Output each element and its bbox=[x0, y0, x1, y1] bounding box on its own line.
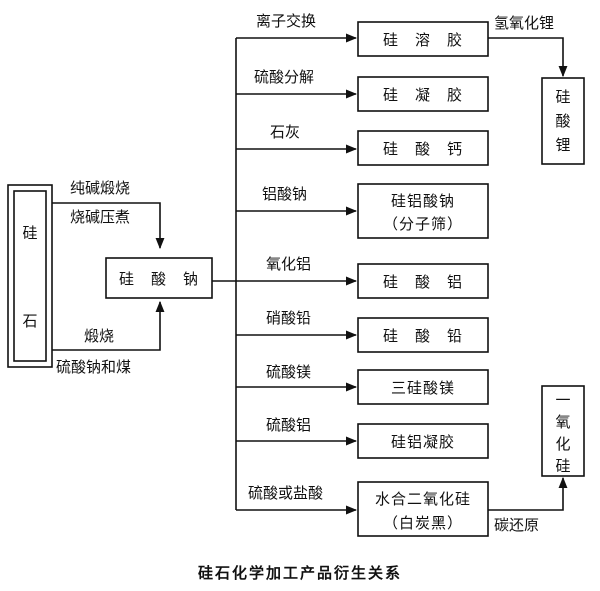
branch-7: 硫酸镁 三硅酸镁 bbox=[236, 363, 489, 405]
branch-3: 石灰 硅 酸 钙 bbox=[236, 123, 489, 166]
diagram-caption: 硅石化学加工产品衍生关系 bbox=[198, 564, 402, 582]
side-bottom-char-1: 一 bbox=[555, 391, 570, 409]
branch-2-process: 硫酸分解 bbox=[254, 68, 314, 86]
branch-8: 硫酸铝 硅铝凝胶 bbox=[236, 416, 489, 459]
side-top-char-2: 酸 bbox=[555, 112, 570, 130]
branch-1-process: 离子交换 bbox=[256, 12, 316, 30]
branch-9: 硫酸或盐酸 水合二氧化硅 （白炭黑） bbox=[236, 481, 489, 537]
branch-4: 铝酸钠 硅铝酸钠 （分子筛） bbox=[236, 183, 489, 239]
branch-7-process: 硫酸镁 bbox=[266, 363, 311, 381]
side-bottom-char-3: 化 bbox=[555, 435, 570, 453]
branch-6-process: 硝酸铅 bbox=[266, 309, 311, 327]
side-top-char-3: 锂 bbox=[555, 136, 570, 154]
branch-6: 硝酸铅 硅 酸 铅 bbox=[236, 309, 489, 353]
top-input-label-1: 纯碱煅烧 bbox=[70, 179, 130, 197]
branch-8-process: 硫酸铝 bbox=[266, 416, 311, 434]
center-box-label: 硅 酸 钠 bbox=[119, 270, 199, 288]
center-box: 硅 酸 钠 bbox=[105, 257, 213, 299]
bottom-input-path: 煅烧 硫酸钠和煤 bbox=[52, 300, 165, 376]
branch-8-product: 硅铝凝胶 bbox=[391, 433, 455, 451]
side-top-branch: 氢氧化锂 硅 酸 锂 bbox=[488, 14, 585, 165]
branch-2: 硫酸分解 硅 凝 胶 bbox=[236, 68, 489, 112]
source-box: 硅 石 bbox=[7, 184, 53, 368]
branch-6-product: 硅 酸 铅 bbox=[383, 327, 463, 345]
branch-3-process: 石灰 bbox=[270, 123, 300, 141]
side-bottom-char-4: 硅 bbox=[555, 457, 570, 475]
source-label-bottom: 石 bbox=[22, 312, 37, 330]
top-input-path: 纯碱煅烧 烧碱压煮 bbox=[52, 179, 165, 250]
branch-4-product-line2: （分子筛） bbox=[383, 215, 463, 233]
branch-4-process: 铝酸钠 bbox=[262, 185, 307, 203]
branch-1: 离子交换 硅 溶 胶 bbox=[236, 12, 489, 57]
top-input-label-2: 烧碱压煮 bbox=[70, 208, 130, 226]
branch-9-product-line2: （白炭黑） bbox=[383, 514, 463, 532]
branch-1-product: 硅 溶 胶 bbox=[383, 31, 463, 49]
branch-7-product: 三硅酸镁 bbox=[391, 379, 455, 397]
branch-9-product-line1: 水合二氧化硅 bbox=[375, 490, 471, 508]
bottom-input-label-1: 煅烧 bbox=[84, 327, 114, 345]
branch-5-product: 硅 酸 铝 bbox=[383, 273, 463, 291]
branch-5: 氧化铝 硅 酸 铝 bbox=[236, 255, 489, 299]
side-top-process: 氢氧化锂 bbox=[494, 14, 554, 32]
branch-4-product-line1: 硅铝酸钠 bbox=[391, 192, 455, 210]
branch-5-process: 氧化铝 bbox=[266, 255, 311, 273]
side-bottom-process: 碳还原 bbox=[494, 516, 539, 534]
side-bottom-branch: 碳还原 一 氧 化 硅 bbox=[488, 385, 585, 534]
bottom-input-label-2: 硫酸钠和煤 bbox=[56, 358, 131, 376]
branch-9-process: 硫酸或盐酸 bbox=[248, 484, 323, 502]
branch-3-product: 硅 酸 钙 bbox=[383, 140, 463, 158]
side-bottom-char-2: 氧 bbox=[555, 413, 570, 431]
branch-2-product: 硅 凝 胶 bbox=[383, 86, 463, 104]
side-top-char-1: 硅 bbox=[555, 88, 570, 106]
source-label-top: 硅 bbox=[22, 224, 37, 242]
